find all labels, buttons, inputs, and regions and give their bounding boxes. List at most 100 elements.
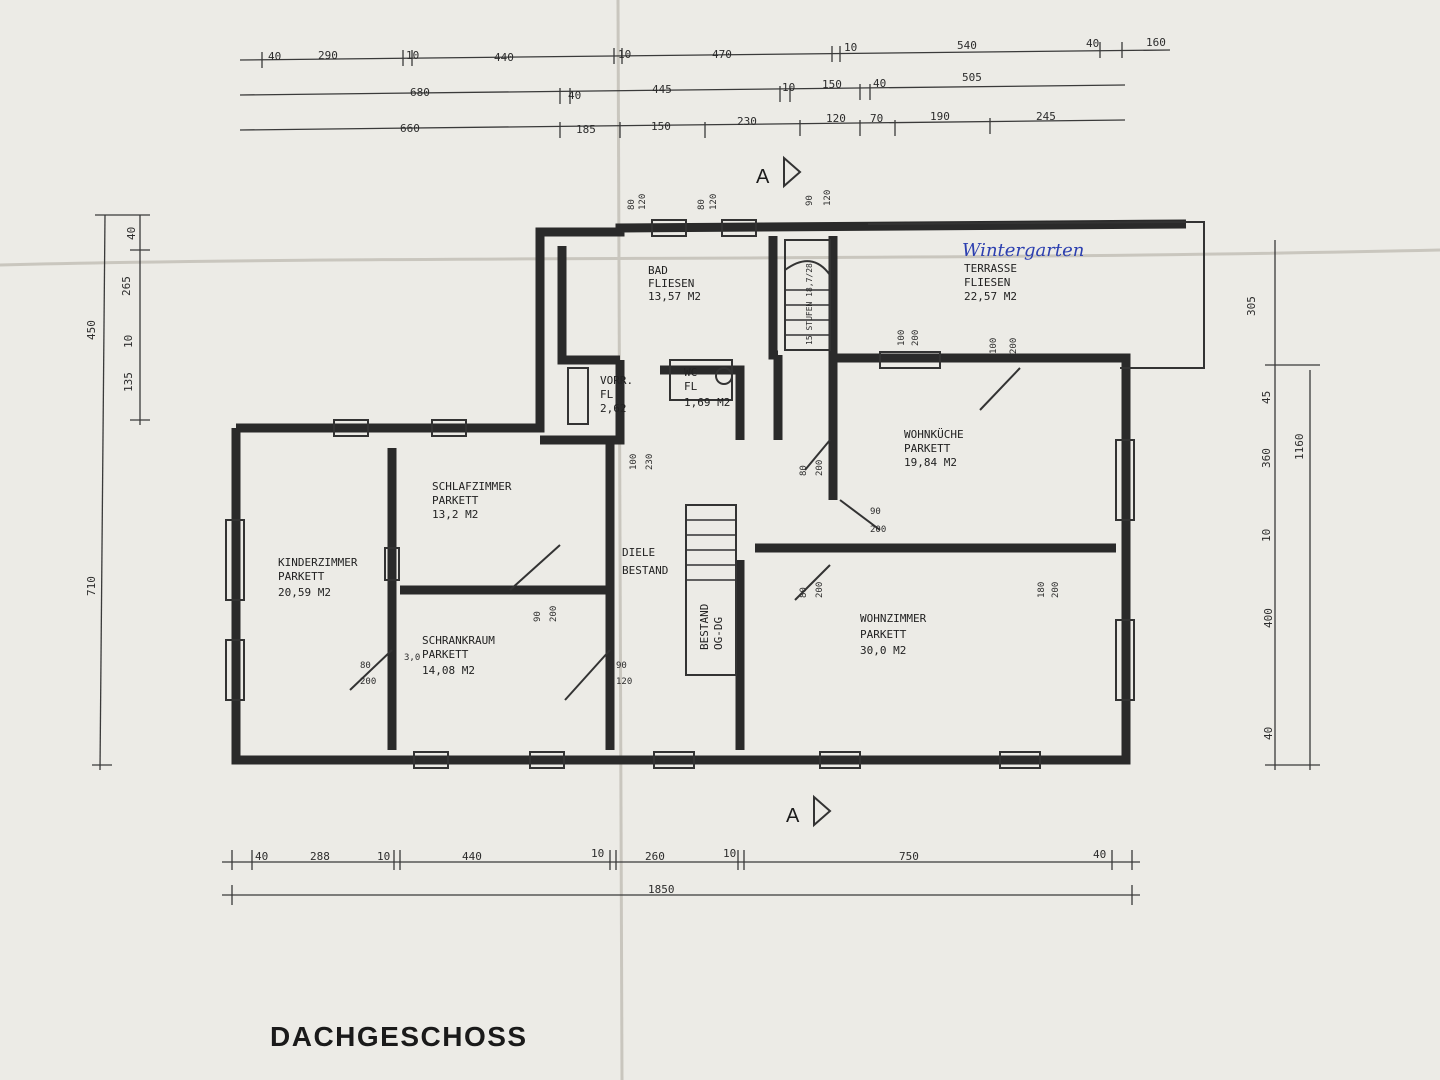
dim-label: 10 xyxy=(406,49,419,62)
room-wohnkueche: WOHNKÜCHE PARKETT 19,84 M2 xyxy=(904,428,964,469)
dim-label: 470 xyxy=(712,48,732,61)
dim-label: 190 xyxy=(930,110,950,123)
room-kinderzimmer: KINDERZIMMER PARKETT 20,59 M2 xyxy=(278,556,358,599)
stair-main: BESTAND OG-DG xyxy=(685,504,737,676)
dim-label: 265 xyxy=(120,276,133,296)
drawing-title: DACHGESCHOSS xyxy=(270,1021,528,1052)
svg-text:100: 100 xyxy=(897,330,907,346)
svg-text:200: 200 xyxy=(1009,338,1019,354)
paper-fold xyxy=(616,0,624,1080)
svg-text:200: 200 xyxy=(360,677,376,687)
room-diele: DIELE BESTAND xyxy=(622,546,668,577)
svg-text:200: 200 xyxy=(815,582,825,598)
dim-label: 10 xyxy=(723,847,736,860)
svg-text:200: 200 xyxy=(549,606,559,622)
dim-label: 245 xyxy=(1036,110,1056,123)
svg-text:BESTAND: BESTAND xyxy=(622,564,668,577)
windows xyxy=(225,219,1135,769)
dim-label: 10 xyxy=(1260,529,1273,542)
dim-label: 150 xyxy=(822,78,842,91)
dim-label: 305 xyxy=(1245,296,1258,316)
svg-text:200: 200 xyxy=(815,460,825,476)
svg-text:200: 200 xyxy=(911,330,921,346)
svg-text:80: 80 xyxy=(360,661,371,671)
svg-text:PARKETT: PARKETT xyxy=(860,628,907,641)
dim-label: 680 xyxy=(410,86,430,99)
svg-text:120: 120 xyxy=(823,190,833,206)
dim-label: 10 xyxy=(782,81,795,94)
stair-steps-label: 15 STUFEN 18,7/28 xyxy=(805,263,814,345)
dim-label: 10 xyxy=(377,850,390,863)
dim-label: 260 xyxy=(645,850,665,863)
dim-label: 750 xyxy=(899,850,919,863)
svg-text:PARKETT: PARKETT xyxy=(422,648,469,661)
room-bad: BAD FLIESEN 13,57 M2 xyxy=(648,264,701,303)
svg-text:1,69 M2: 1,69 M2 xyxy=(684,396,730,409)
svg-text:PARKETT: PARKETT xyxy=(278,570,325,583)
dim-label: 230 xyxy=(737,115,757,128)
dim-label: 288 xyxy=(310,850,330,863)
svg-text:BAD: BAD xyxy=(648,264,668,277)
stair-spiral: 15 STUFEN 18,7/28 xyxy=(784,239,831,351)
dim-label: 40 xyxy=(255,850,268,863)
dim-label: 40 xyxy=(1086,37,1099,50)
svg-text:90: 90 xyxy=(805,195,815,206)
svg-text:80: 80 xyxy=(799,465,809,476)
room-wc: WC FL 1,69 M2 xyxy=(684,366,730,409)
section-marker-bottom: A xyxy=(786,794,832,828)
svg-text:200: 200 xyxy=(870,525,886,535)
dim-label: 440 xyxy=(462,850,482,863)
svg-text:90: 90 xyxy=(616,661,627,671)
stair-label-og-dg: OG-DG xyxy=(712,617,725,650)
svg-text:3,0: 3,0 xyxy=(404,653,420,663)
dim-label: 360 xyxy=(1260,448,1273,468)
dimension-chain-right: 305 45 360 1160 10 400 40 xyxy=(1245,240,1320,770)
svg-text:120: 120 xyxy=(709,194,719,210)
dim-label: 150 xyxy=(651,120,671,133)
dim-label: 440 xyxy=(494,51,514,64)
dim-label: 10 xyxy=(844,41,857,54)
dim-label: 10 xyxy=(591,847,604,860)
stair-label-bestand: BESTAND xyxy=(698,604,711,650)
svg-text:DIELE: DIELE xyxy=(622,546,655,559)
paper-fold xyxy=(0,248,1440,267)
dim-label: 40 xyxy=(268,50,281,63)
dim-label: 10 xyxy=(618,48,631,61)
svg-text:90: 90 xyxy=(533,611,543,622)
dim-label: 40 xyxy=(1093,848,1106,861)
svg-text:20,59 M2: 20,59 M2 xyxy=(278,586,331,599)
svg-text:30,0 M2: 30,0 M2 xyxy=(860,644,906,657)
dim-label: 1160 xyxy=(1293,434,1306,461)
room-schlafzimmer: SCHLAFZIMMER PARKETT 13,2 M2 xyxy=(432,480,512,521)
svg-text:90: 90 xyxy=(870,507,881,517)
svg-text:120: 120 xyxy=(616,677,632,687)
section-marker-top: A xyxy=(756,155,802,189)
dim-label: 185 xyxy=(576,123,596,136)
dim-label: 40 xyxy=(125,227,138,240)
dim-label: 10 xyxy=(122,335,135,348)
dim-label: 505 xyxy=(962,71,982,84)
svg-text:A: A xyxy=(786,805,800,827)
handwritten-note: Wintergarten xyxy=(962,240,1084,261)
dim-label: 660 xyxy=(400,122,420,135)
svg-text:FL: FL xyxy=(684,380,698,393)
shaft xyxy=(567,367,589,425)
dim-label: 70 xyxy=(870,112,883,125)
dim-label: 120 xyxy=(826,112,846,125)
svg-text:WC: WC xyxy=(684,366,697,379)
svg-text:2,62: 2,62 xyxy=(600,402,627,415)
dim-label: 1850 xyxy=(648,883,675,896)
svg-text:FLIESEN: FLIESEN xyxy=(648,277,694,290)
svg-text:100: 100 xyxy=(989,338,999,354)
svg-text:22,57 M2: 22,57 M2 xyxy=(964,290,1017,303)
wc-fixture xyxy=(669,359,733,401)
svg-text:120: 120 xyxy=(638,194,648,210)
dim-label: 40 xyxy=(568,89,581,102)
dim-label: 540 xyxy=(957,39,977,52)
chimney xyxy=(384,547,400,581)
room-wohnzimmer: WOHNZIMMER PARKETT 30,0 M2 xyxy=(860,612,927,657)
dimension-chain-top: 40 290 10 440 10 470 10 540 40 160 680 4… xyxy=(239,36,1171,138)
dim-label: 450 xyxy=(85,320,98,340)
